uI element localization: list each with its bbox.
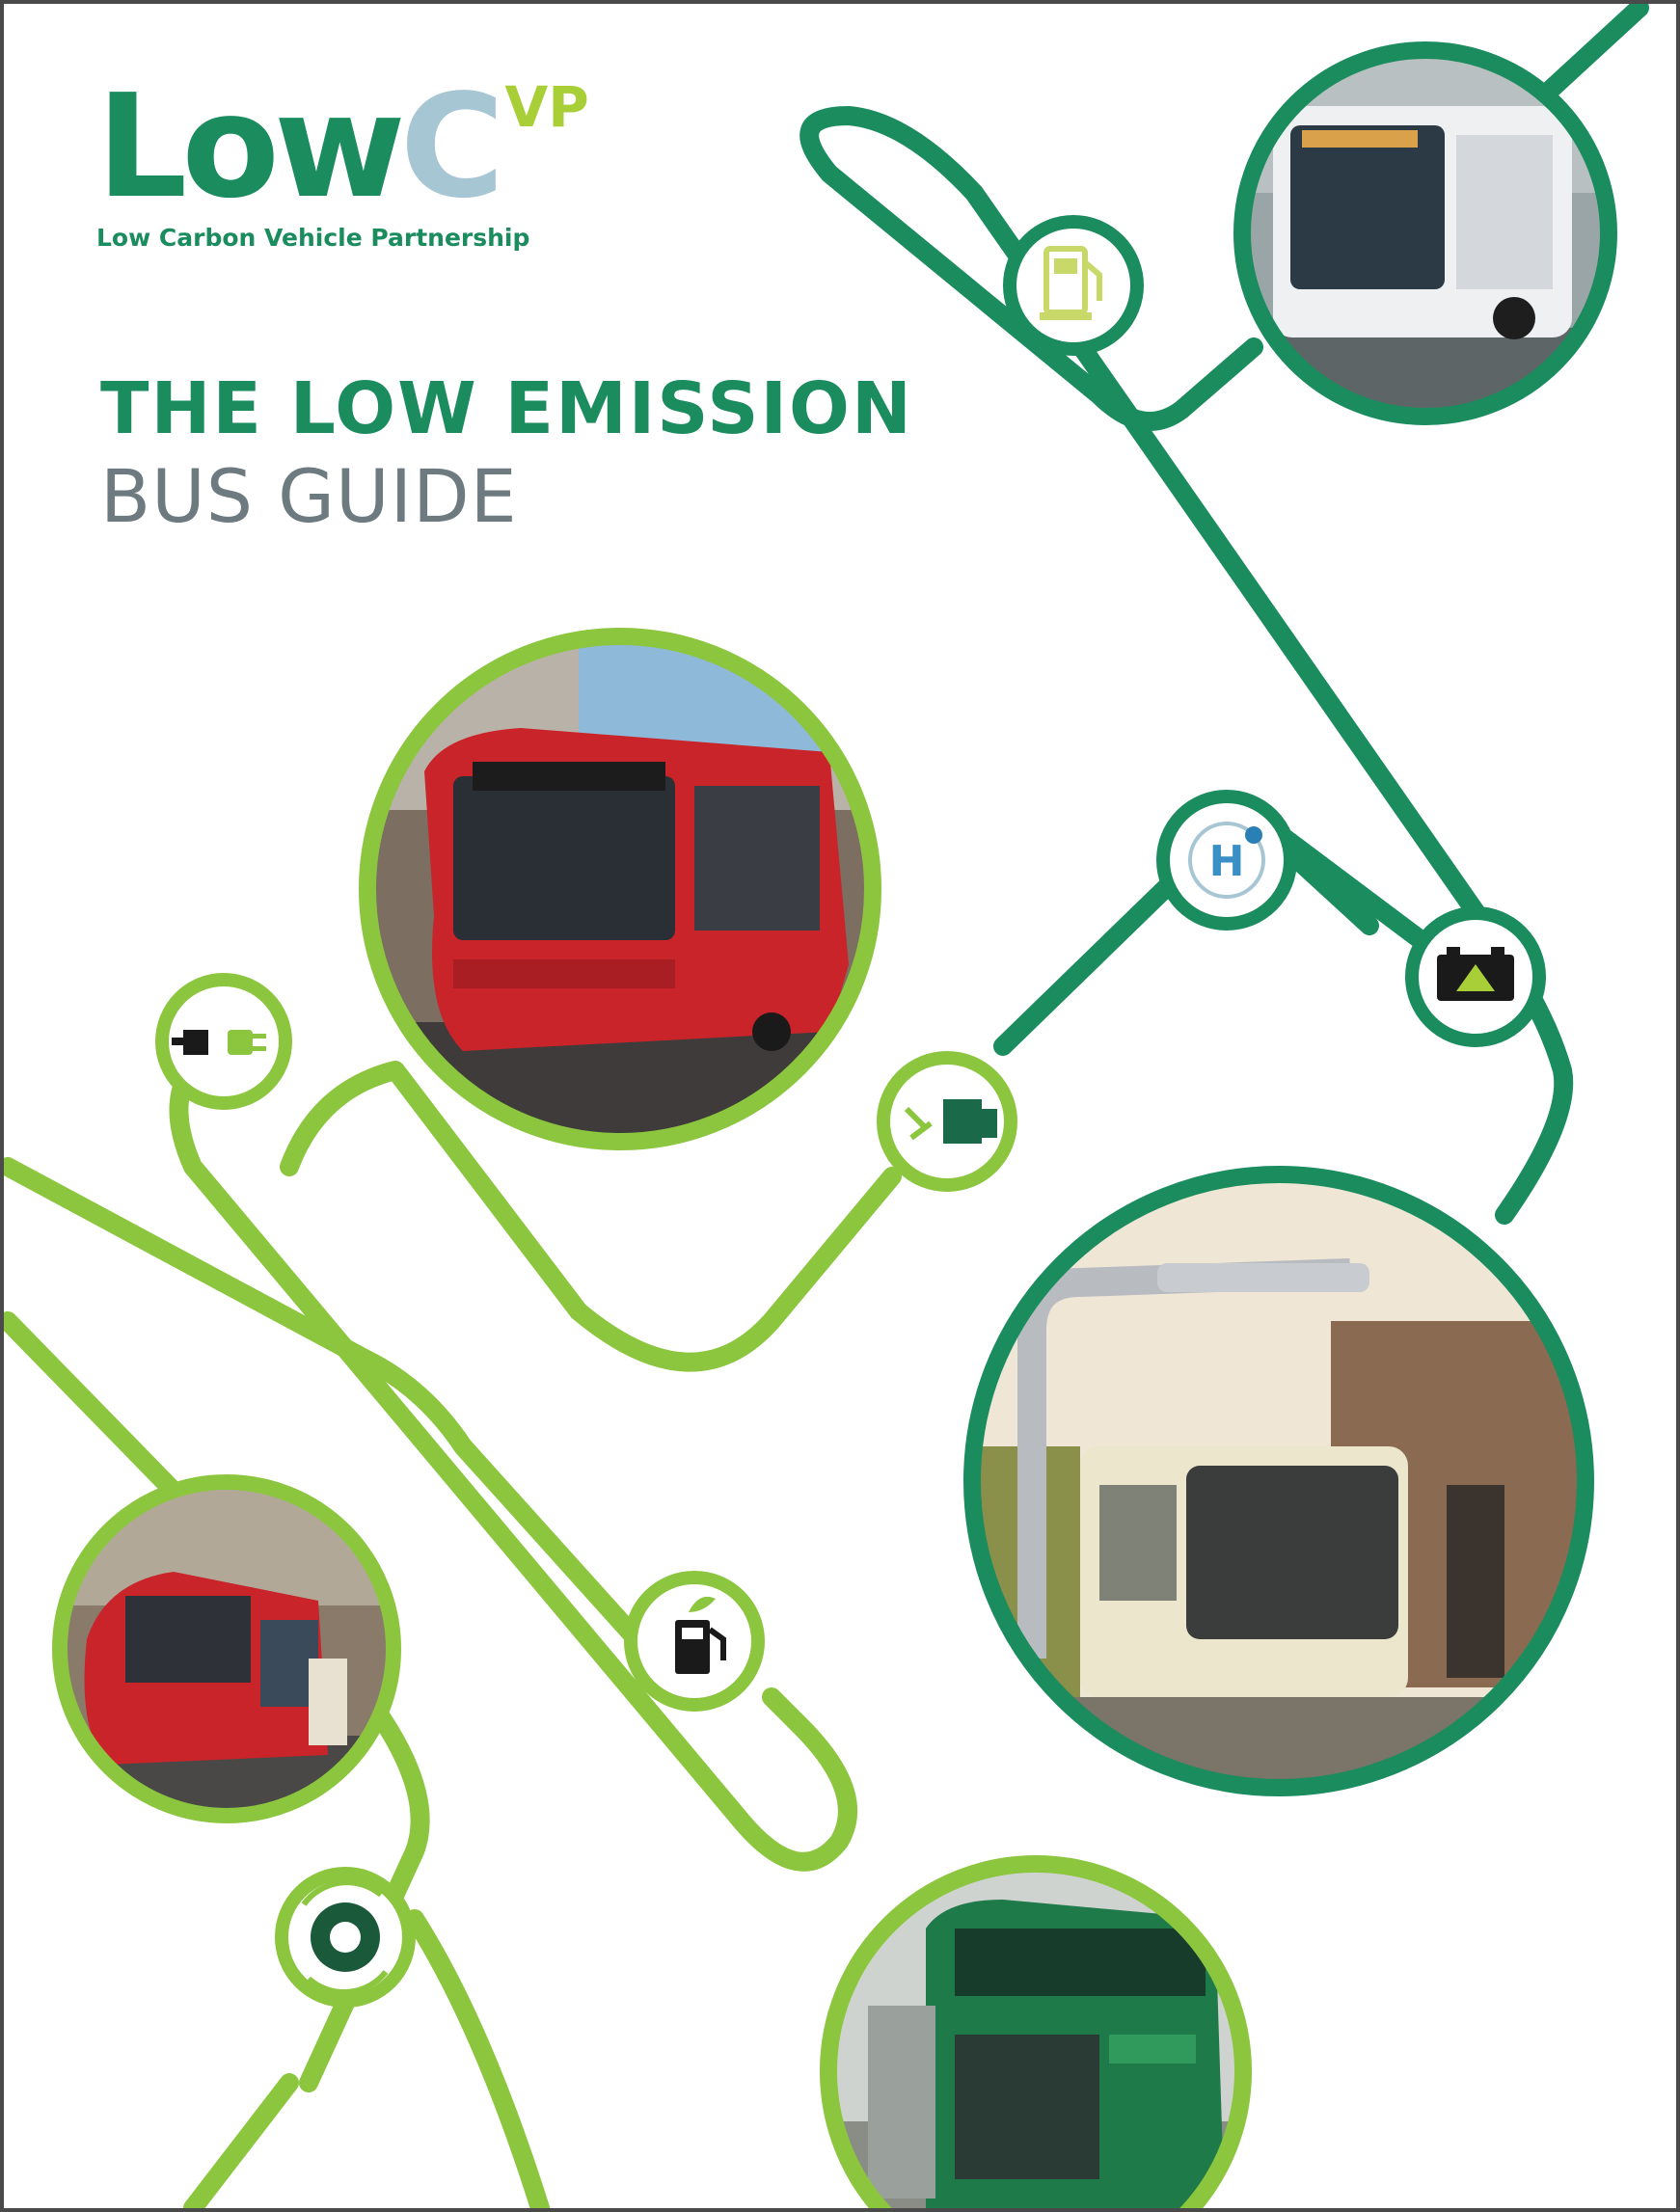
electric-bus-photo-ring (1233, 41, 1617, 425)
plug-icon (155, 973, 292, 1110)
title-line-2: BUS GUIDE (100, 452, 518, 539)
logo-c: C (399, 64, 505, 229)
hydrogen-letter: H (1209, 837, 1245, 886)
fuel-pump-icon (1003, 215, 1144, 356)
engine-icon (877, 1051, 1017, 1192)
recycling-icon (275, 1867, 416, 2008)
small-red-bus-photo-ring (52, 1474, 401, 1823)
logo-tagline: Low Carbon Vehicle Partnership (96, 224, 530, 252)
biofuel-pump-icon (624, 1571, 765, 1712)
green-bus-photo (828, 1864, 1243, 2212)
charging-bus-photo-ring (963, 1166, 1594, 1796)
red-bus-photo-ring (359, 628, 881, 1150)
green-bus-photo-ring (820, 1855, 1252, 2212)
guide-title: THE LOW EMISSION BUS GUIDE (100, 366, 913, 540)
logo-low: Low (96, 64, 406, 229)
battery-icon (1405, 906, 1546, 1047)
logo-vp: VP (504, 74, 589, 140)
title-line-1: THE LOW EMISSION (100, 367, 913, 450)
hydrogen-icon (1156, 790, 1297, 931)
